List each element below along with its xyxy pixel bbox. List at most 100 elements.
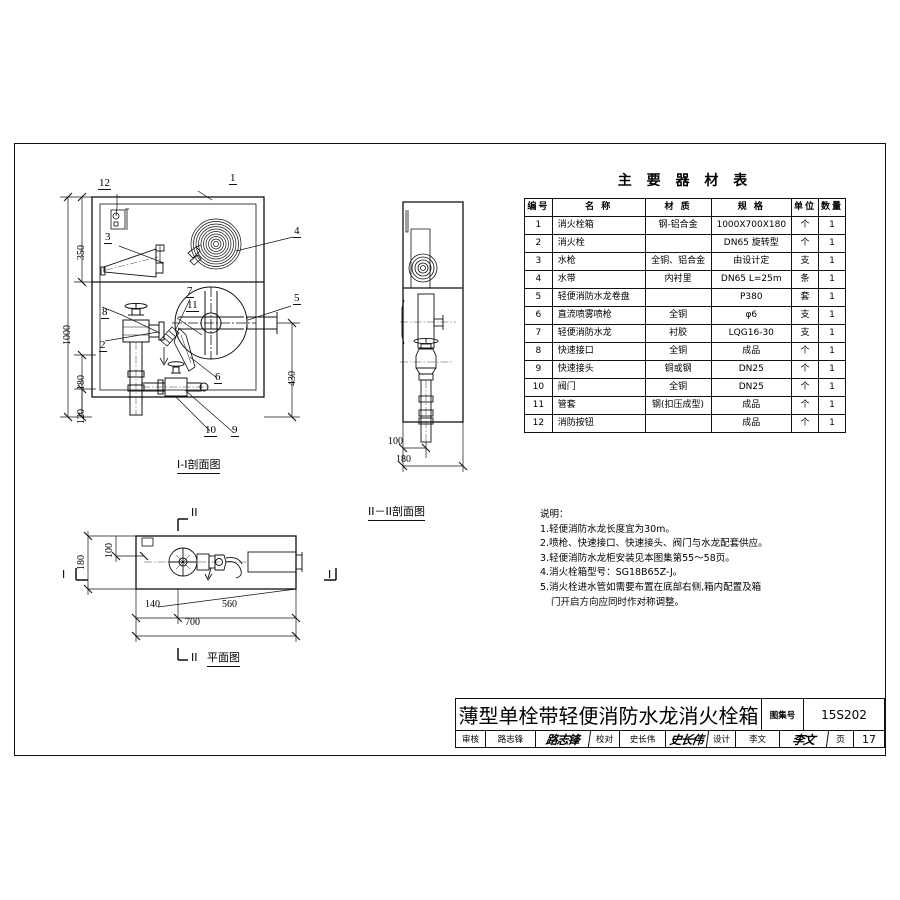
note-line: 1.轻便消防水龙长度宜为30m。 xyxy=(540,523,675,535)
cell-qty: 1 xyxy=(817,342,847,361)
callout-12: 12 xyxy=(98,177,111,190)
callout-7: 7 xyxy=(186,285,194,298)
callout-11: 11 xyxy=(186,299,199,312)
th-unit: 单位 xyxy=(790,198,819,217)
callout-8: 8 xyxy=(101,306,109,319)
cell-material: 钢(扣压成型) xyxy=(644,396,712,415)
cell-unit: 支 xyxy=(790,252,819,271)
section-1-1-view xyxy=(60,175,330,460)
materials-table-title: 主 要 器 材 表 xyxy=(617,173,753,189)
cell-no: 5 xyxy=(524,288,553,307)
note-line: 4.消火栓箱型号：SG18B65Z-J。 xyxy=(540,567,683,579)
cell-unit: 个 xyxy=(790,414,819,433)
cell-spec: 成品 xyxy=(710,396,792,415)
cell-no: 10 xyxy=(524,378,553,397)
dim-180-plan: 180 xyxy=(76,555,87,570)
cell-no: 2 xyxy=(524,234,553,253)
dim-140-plan: 140 xyxy=(145,599,160,610)
atlas-number-label: 图集号 xyxy=(762,699,804,730)
section-1-1-caption: I-I剖面图 xyxy=(177,456,221,474)
note-line: 2.喷枪、快速接口、快速接头、阀门与水龙配套供应。 xyxy=(540,538,768,550)
cell-spec: 由设计定 xyxy=(710,252,792,271)
dim-350: 350 xyxy=(76,245,87,260)
cell-material: 钢-铝合金 xyxy=(644,216,712,235)
cell-name: 水枪 xyxy=(551,252,646,271)
cell-material: 内衬里 xyxy=(644,270,712,289)
cell-material: 铜或钢 xyxy=(644,360,712,379)
title-block-row-2: 审核 路志锋 路志锋 校对 史长伟 史长伟 设计 李文 李文 页 17 xyxy=(456,731,884,747)
cell-material: 全铜 xyxy=(644,306,712,325)
dim-100-plan: 100 xyxy=(104,543,115,558)
page-label: 页 xyxy=(828,731,854,747)
cell-name: 轻便消防水龙卷盘 xyxy=(551,288,646,307)
cell-unit: 个 xyxy=(790,360,819,379)
title-block: 薄型单栓带轻便消防水龙消火栓箱 图集号 15S202 审核 路志锋 路志锋 校对… xyxy=(455,698,885,748)
th-name: 名 称 xyxy=(551,198,646,217)
callout-4: 4 xyxy=(293,225,301,238)
cell-no: 9 xyxy=(524,360,553,379)
cell-no: 6 xyxy=(524,306,553,325)
dim-180: 180 xyxy=(76,375,87,390)
section-2-2-caption: II－II剖面图 xyxy=(368,503,425,521)
cell-no: 3 xyxy=(524,252,553,271)
plan-caption: 平面图 xyxy=(207,649,240,667)
cell-unit: 个 xyxy=(790,216,819,235)
cell-no: 1 xyxy=(524,216,553,235)
cell-name: 消火栓 xyxy=(551,234,646,253)
cell-material xyxy=(644,288,712,307)
design-name: 李文 xyxy=(736,731,780,747)
check-signature: 史长伟 xyxy=(664,731,710,747)
cell-name: 管套 xyxy=(551,396,646,415)
cell-material: 全铜、铝合金 xyxy=(644,252,712,271)
cell-qty: 1 xyxy=(817,324,847,343)
section-mark-i-left: I xyxy=(62,568,66,581)
note-line: 3.轻便消防水龙柜安装见本图集第55～58页。 xyxy=(540,552,735,564)
cell-name: 快速接口 xyxy=(551,342,646,361)
cell-qty: 1 xyxy=(817,396,847,415)
cell-no: 12 xyxy=(524,414,553,433)
cell-material xyxy=(644,234,712,253)
section-2-2-view xyxy=(378,196,508,496)
cell-spec: DN25 xyxy=(710,378,792,397)
cell-qty: 1 xyxy=(817,360,847,379)
dim-700-plan: 700 xyxy=(185,617,200,628)
dim-100-sec2: 100 xyxy=(388,436,403,447)
dim-430: 430 xyxy=(287,371,298,386)
cell-unit: 个 xyxy=(790,396,819,415)
check-name: 史长伟 xyxy=(620,731,666,747)
cell-material: 衬胶 xyxy=(644,324,712,343)
cell-spec: 1000X700X180 xyxy=(710,216,792,235)
cell-qty: 1 xyxy=(817,306,847,325)
cell-name: 直流喷雾喷枪 xyxy=(551,306,646,325)
cell-spec: LQG16-30 xyxy=(710,324,792,343)
th-material: 材 质 xyxy=(644,198,712,217)
cell-name: 快速接头 xyxy=(551,360,646,379)
callout-10: 10 xyxy=(204,424,217,437)
cell-no: 11 xyxy=(524,396,553,415)
dim-180-sec2: 180 xyxy=(396,454,411,465)
note-line: 5.消火栓进水管如需要布置在底部右侧,箱内配置及箱 xyxy=(540,581,762,593)
cell-unit: 个 xyxy=(790,234,819,253)
section-mark-i-right: I xyxy=(328,568,332,581)
check-label: 校对 xyxy=(590,731,620,747)
dim-560-plan: 560 xyxy=(222,599,237,610)
cell-spec: DN65 L=25m xyxy=(710,270,792,289)
cell-spec: P380 xyxy=(710,288,792,307)
callout-9: 9 xyxy=(231,424,239,437)
table-header-row: 编号 名 称 材 质 规 格 单位 数量 xyxy=(524,198,847,217)
cell-material: 全铜 xyxy=(644,342,712,361)
review-name: 路志锋 xyxy=(486,731,536,747)
cell-spec: 成品 xyxy=(710,414,792,433)
cell-unit: 支 xyxy=(790,324,819,343)
